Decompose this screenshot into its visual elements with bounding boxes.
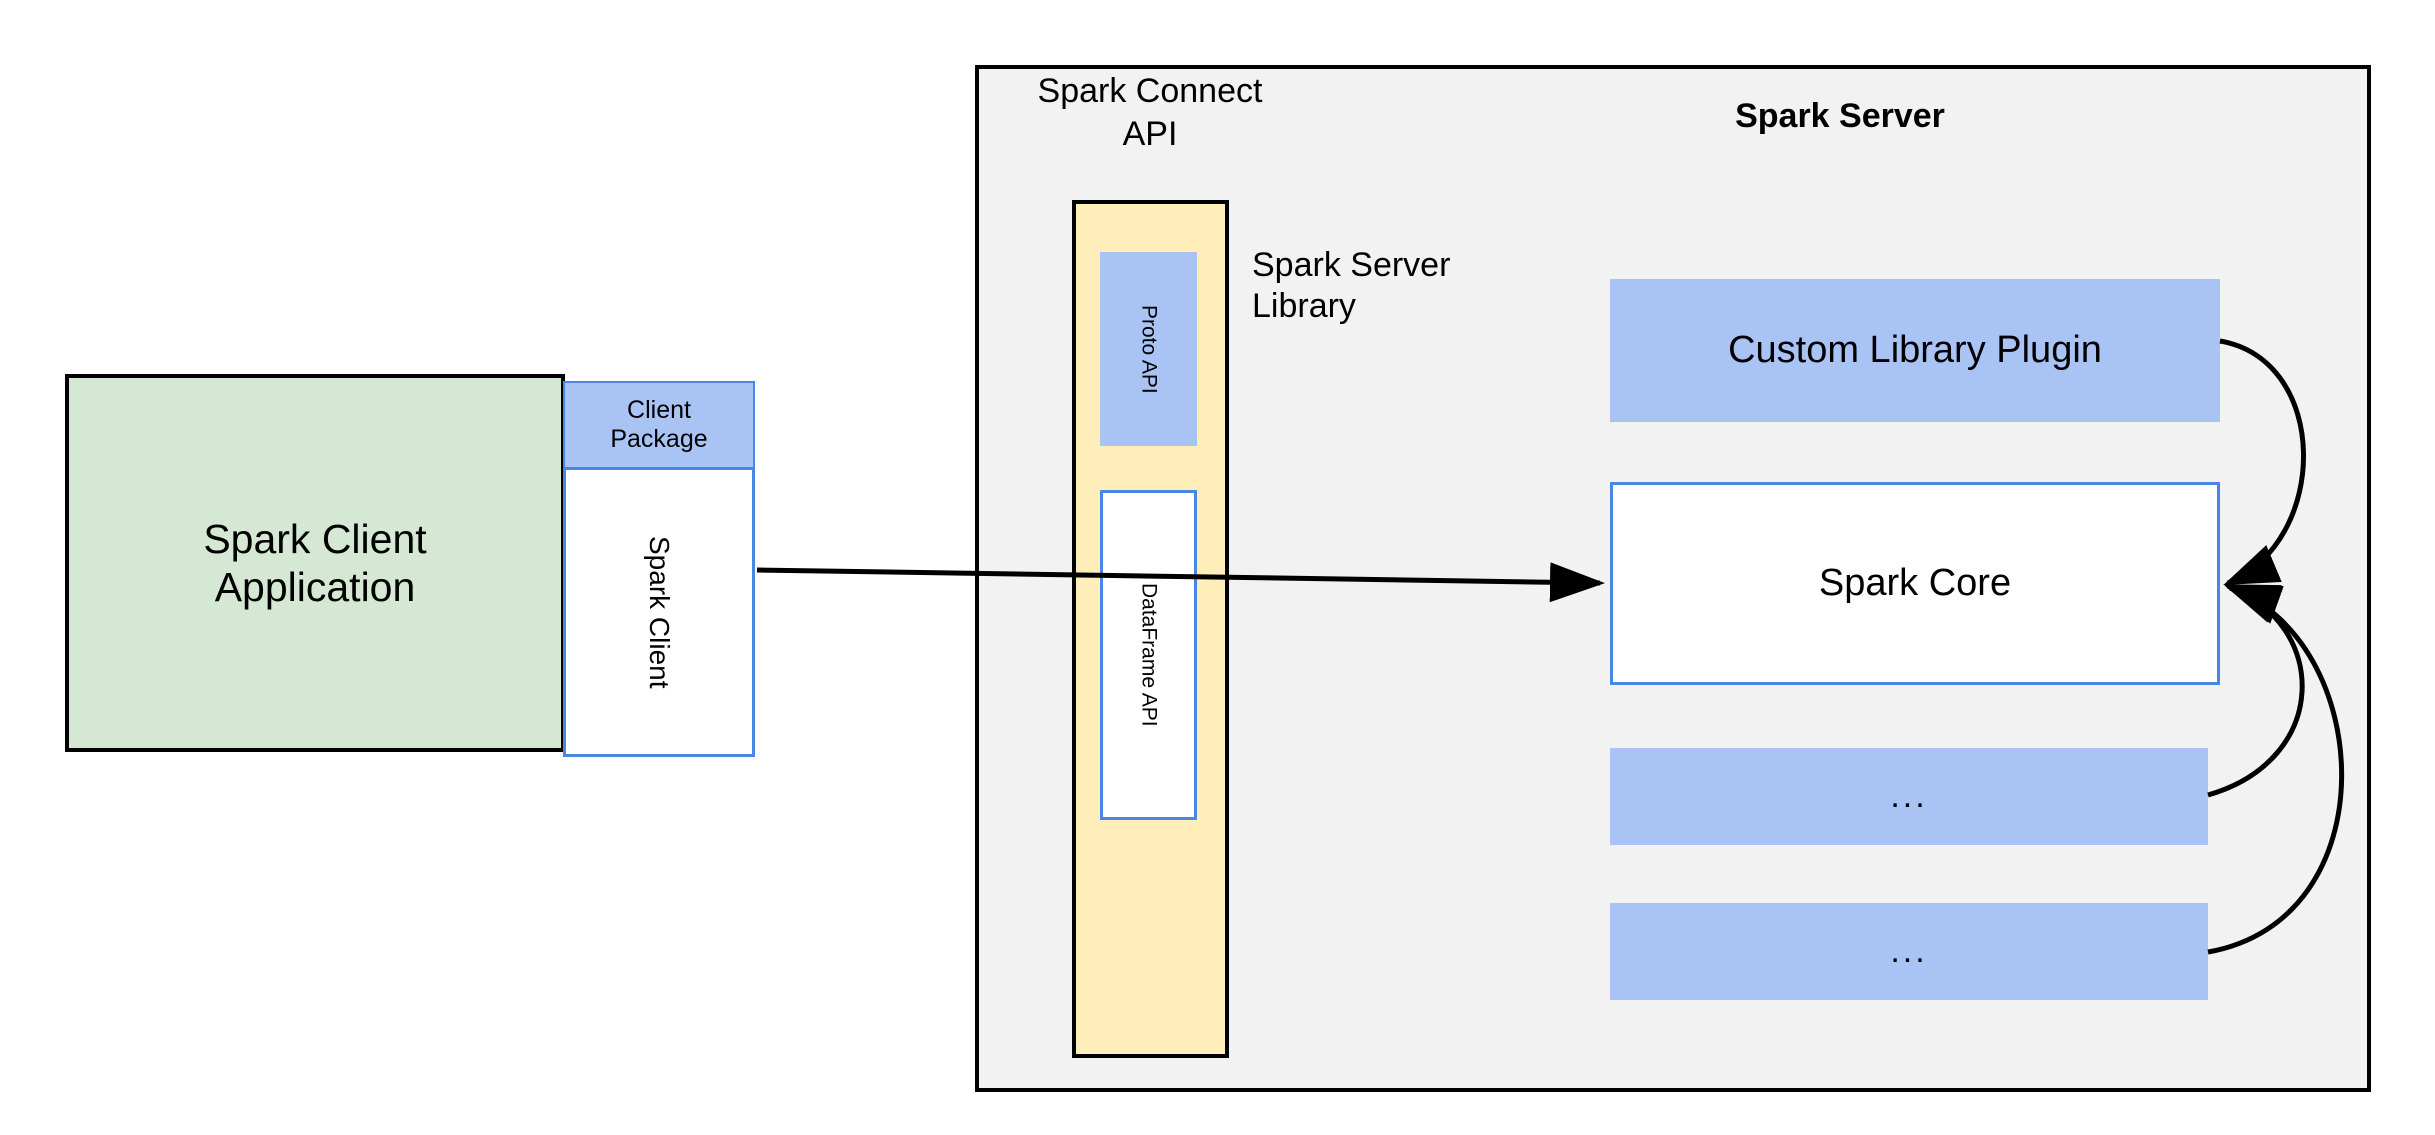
custom-library-plugin-label: Custom Library Plugin: [1728, 329, 2102, 371]
additional-component-label-1: ...: [1890, 777, 1928, 815]
spark-connect-api-label: Spark Connect API: [1037, 72, 1263, 153]
dataframe-api-label: DataFrame API: [1137, 583, 1161, 727]
custom-library-plugin-box: Custom Library Plugin: [1610, 279, 2220, 422]
client-package-box: Client Package: [563, 381, 755, 467]
additional-component-box-2: ...: [1610, 903, 2208, 1000]
spark-server-library-label: Spark Server Library: [1252, 246, 1451, 326]
spark-client-application-box: Spark Client Application: [65, 374, 565, 752]
additional-component-box-1: ...: [1610, 748, 2208, 845]
spark-core-label: Spark Core: [1818, 562, 2012, 604]
spark-client-label: Spark Client: [644, 535, 675, 689]
client-package-label: Client Package: [610, 395, 708, 454]
dataframe-api-box: DataFrame API: [1100, 490, 1197, 820]
proto-api-box: Proto API: [1100, 252, 1197, 446]
spark-server-title: Spark Server: [1735, 97, 1945, 135]
spark-core-box: Spark Core: [1610, 482, 2220, 685]
proto-api-label: Proto API: [1137, 304, 1161, 394]
spark-client-box: Spark Client: [563, 467, 755, 757]
additional-component-label-2: ...: [1890, 932, 1928, 970]
spark-client-application-label: Spark Client Application: [203, 515, 427, 610]
